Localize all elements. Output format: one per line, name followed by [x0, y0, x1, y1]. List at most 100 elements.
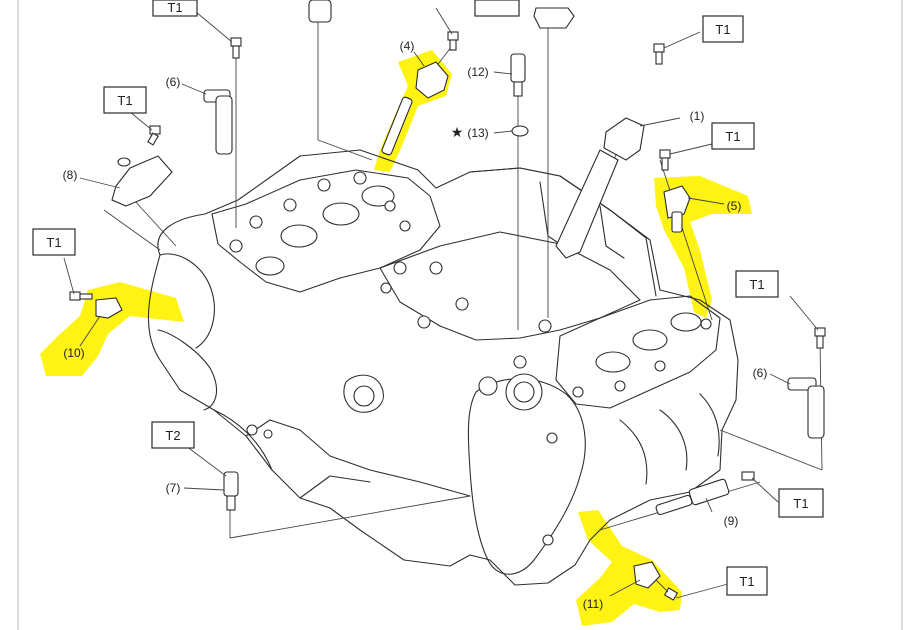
boss — [654, 360, 666, 372]
boss — [353, 171, 367, 185]
torque-box-frame — [726, 566, 768, 596]
sensor-probe — [671, 211, 683, 233]
callout-labels: (1) (4) (5) (6) (6) (7) (8) (9) (10) (11… — [63, 39, 768, 611]
label-leaders — [63, 7, 819, 599]
boss — [380, 282, 392, 294]
highlight-part-11 — [576, 510, 682, 626]
leader-12-label — [493, 71, 513, 75]
intake-port-7 — [670, 312, 702, 332]
intake-port-5 — [595, 351, 631, 373]
torque-box-t2-7: T2 — [151, 421, 195, 449]
leader-5-label — [687, 197, 725, 205]
leader-6-right-label — [769, 373, 791, 385]
sensor-bolt-line — [655, 579, 669, 593]
leader-t2-7 — [185, 445, 227, 477]
leader-9-label — [705, 497, 713, 513]
boss — [399, 220, 411, 232]
leader-11-label — [609, 579, 641, 597]
boss — [513, 355, 527, 369]
part-13-washer — [511, 125, 529, 137]
callout-6-left: (6) — [166, 75, 181, 89]
coil-head — [603, 117, 645, 161]
bolt-1-top — [653, 43, 665, 65]
pump-boss — [478, 376, 498, 396]
torque-box-frame — [32, 228, 76, 256]
leader-6-right-b — [719, 429, 823, 471]
torque-label: T1 — [739, 574, 754, 589]
torque-box-frame — [778, 488, 824, 518]
leader-t1-8 — [129, 111, 153, 131]
boss — [429, 261, 443, 275]
callout-11: (11) — [583, 597, 603, 611]
part-1-coil — [555, 117, 645, 259]
torque-boxes: T1 T1 T1 T1 T1 T1 T2 T — [32, 0, 824, 596]
bolt-6-left-top — [230, 37, 242, 59]
sensor-body — [215, 95, 233, 155]
callout-6-right: (6) — [753, 366, 768, 380]
boss — [572, 386, 584, 398]
leader-top-left-b — [317, 139, 373, 161]
part-6-right-sensor — [787, 377, 825, 439]
torque-label: T1 — [167, 0, 182, 15]
leader-t1-1 — [663, 31, 701, 49]
sensor-body — [510, 53, 526, 83]
part-top-partial-right — [533, 7, 575, 29]
torque-label: T2 — [165, 428, 180, 443]
bolt-8 — [147, 125, 161, 146]
bolt-shank — [147, 132, 159, 146]
callout-12: (12) — [467, 65, 488, 79]
sensor-body — [807, 385, 825, 439]
leader-t1-10 — [63, 257, 75, 295]
boss — [455, 297, 469, 311]
bolt-shank — [79, 293, 93, 300]
sensor-tip — [226, 495, 236, 511]
pump-boss — [546, 432, 558, 444]
left-bank-bosses — [229, 171, 411, 253]
boss — [384, 200, 396, 212]
bolt-head — [741, 471, 755, 481]
sensor-probe — [381, 96, 413, 156]
intake-port-2 — [322, 202, 360, 226]
bolt-head — [653, 43, 665, 53]
part-8-sensor — [111, 125, 173, 207]
boss — [317, 178, 331, 192]
bolt-head — [814, 327, 826, 337]
torque-box-frame — [735, 270, 779, 298]
intake-port-1 — [280, 224, 318, 248]
torque-box-frame — [474, 0, 520, 17]
callout-13: (13) — [467, 126, 488, 140]
leader-1-label — [639, 117, 681, 127]
leader-t1-11 — [675, 583, 729, 599]
torque-label: T1 — [793, 496, 808, 511]
sensor-tip — [513, 81, 523, 97]
leader-8-label — [79, 177, 121, 189]
boss — [283, 198, 297, 212]
parts — [69, 0, 826, 601]
coil-tube — [555, 149, 619, 259]
leader-t1-5 — [669, 143, 713, 155]
bolt-head — [230, 37, 242, 47]
boss — [246, 424, 258, 436]
bolt-head — [663, 587, 679, 601]
boss — [614, 380, 626, 392]
torque-label: T1 — [715, 22, 730, 37]
leader-13-label — [493, 130, 513, 134]
part-4-sensor — [381, 61, 449, 156]
leader-6-left — [181, 83, 207, 95]
sensor-body — [111, 155, 173, 207]
water-pump-housing — [467, 378, 586, 575]
engine-block — [147, 149, 739, 586]
intake-port-4 — [255, 256, 285, 276]
callout-10: (10) — [63, 346, 84, 360]
leader-8 — [133, 199, 177, 247]
leader-t1-9 — [751, 477, 779, 503]
torque-label: T1 — [117, 93, 132, 108]
part-6-left-sensor — [203, 89, 233, 155]
boss — [700, 318, 712, 330]
sensor-body — [633, 561, 661, 589]
part-11-sensor — [633, 561, 679, 601]
bolt-shank — [816, 335, 824, 349]
intake-port-3 — [361, 185, 395, 207]
bolt-shank — [655, 51, 663, 65]
